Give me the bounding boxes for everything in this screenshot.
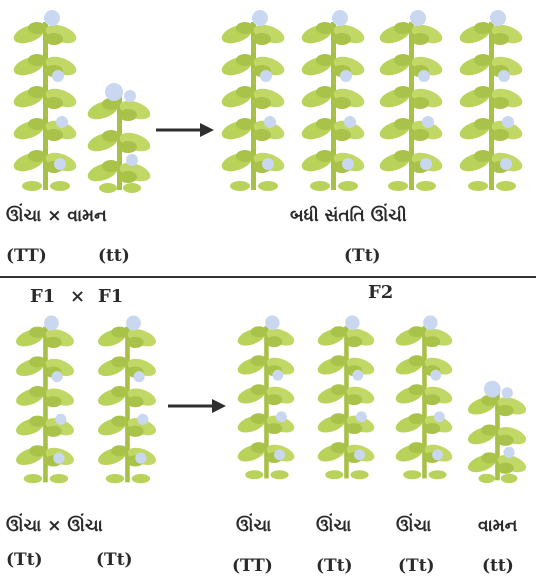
tall-plant-icon (384, 310, 464, 482)
cross1-parent-labels: ઊંચા × વામન (6, 206, 107, 226)
divider-line (0, 276, 536, 278)
offspring-label-3: ઊંચા (396, 516, 432, 536)
dwarf-plant-icon (460, 378, 534, 484)
offspring-genotype-2: (Tt) (316, 556, 353, 576)
generation-right: F1 (98, 286, 124, 307)
offspring-genotype-1: (TT) (232, 556, 273, 576)
tall-plant-icon (210, 4, 296, 194)
arrow-icon (156, 123, 214, 137)
cross1-parent-genotype-tall: (TT) (6, 246, 47, 266)
offspring-label-4: વામન (478, 516, 518, 536)
cross2-parent-genotype-left: (Tt) (6, 550, 43, 570)
offspring-label-2: ઊંચા (316, 516, 352, 536)
tall-plant-icon (448, 4, 534, 194)
offspring-genotype-3: (Tt) (398, 556, 435, 576)
tall-plant-icon (226, 310, 306, 482)
tall-plant-icon (2, 4, 88, 194)
cross-symbol: × (70, 286, 86, 307)
tall-plant-icon (306, 310, 386, 482)
offspring-label-1: ઊંચા (236, 516, 272, 536)
arrow-icon (168, 399, 226, 413)
cross2-parent-labels: ઊંચા × ઊંચા (6, 516, 103, 536)
cross2-parent-genotype-right: (Tt) (96, 550, 133, 570)
cross1-parent-genotype-dwarf: (tt) (98, 246, 130, 266)
tall-plant-icon (290, 4, 376, 194)
dwarf-plant-icon (80, 80, 158, 194)
offspring-genotype-4: (tt) (482, 556, 514, 576)
cross1-offspring-label: બધી સંતતિ ઊંચી (290, 206, 407, 226)
generation-left: F1 (30, 286, 56, 307)
cross1-offspring-genotype: (Tt) (344, 246, 381, 266)
tall-plant-icon (368, 4, 454, 194)
offspring-generation: F2 (368, 282, 394, 303)
tall-plant-icon (4, 310, 86, 486)
tall-plant-icon (86, 310, 168, 486)
